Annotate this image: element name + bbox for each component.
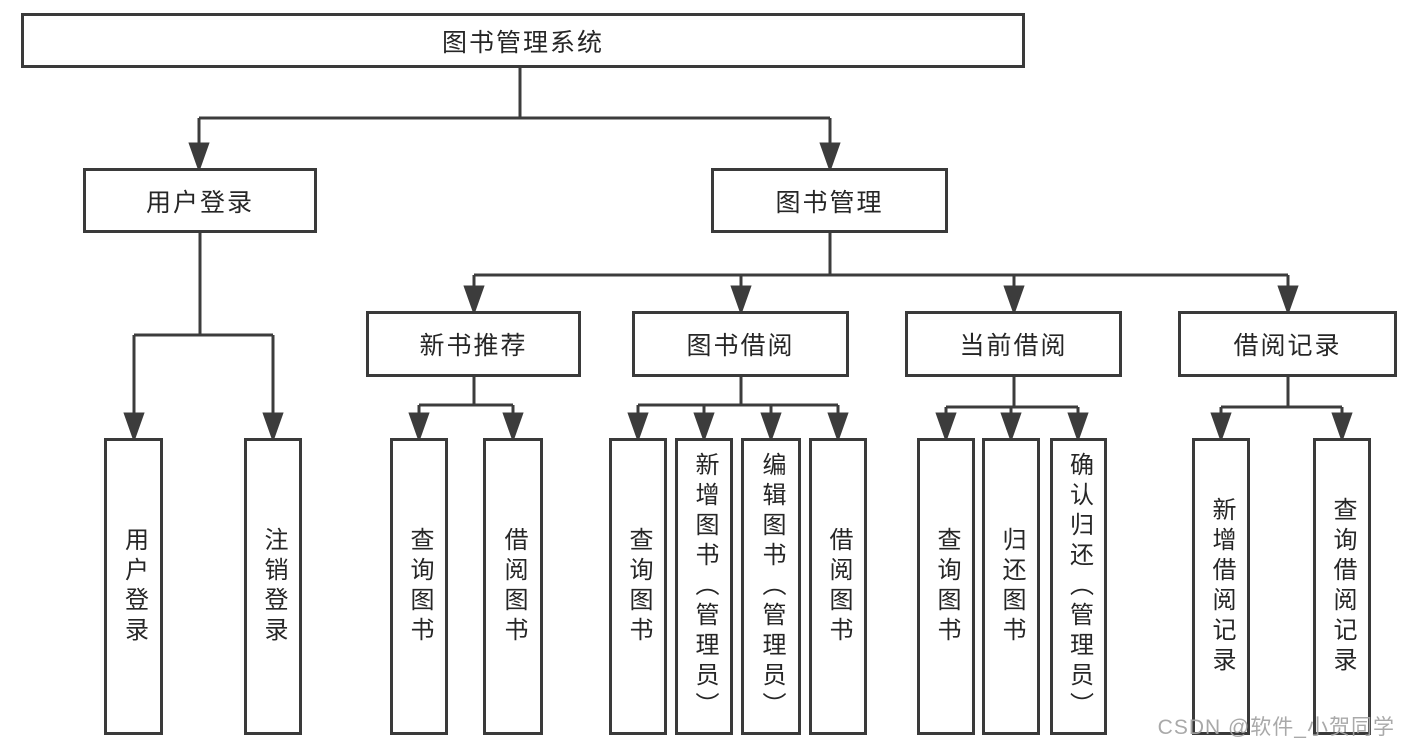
leaf-user-login: 用户登录 [104,438,163,735]
leaf-label: 归还图书 [998,526,1025,647]
borrowing-records-connector [1221,377,1342,409]
leaf-return-book: 归还图书 [982,438,1040,735]
leaf-label: 借阅图书 [825,526,852,647]
leaf-add-book-admin: 新增图书（管理员） [675,438,733,735]
node-book-borrowing: 图书借阅 [632,311,849,377]
node-label: 图书管理系统 [441,28,604,57]
leaf-label: 确认归还（管理员） [1065,451,1093,722]
leaf-label: 借阅图书 [500,526,527,647]
leaf-query-books-recommend: 查询图书 [390,438,448,735]
node-label: 图书管理 [775,188,884,217]
arrowheads [123,118,1353,443]
node-label: 当前借阅 [959,332,1068,360]
node-borrowing-records: 借阅记录 [1178,311,1397,377]
leaf-confirm-return-admin: 确认归还（管理员） [1050,438,1107,735]
node-label: 借阅记录 [1233,332,1342,360]
leaf-query-books-borrowing: 查询图书 [609,438,667,735]
leaf-label: 编辑图书（管理员） [758,451,785,722]
node-user-login: 用户登录 [83,168,317,233]
leaf-label: 查询图书 [625,526,652,647]
leaf-label: 用户登录 [120,526,148,647]
leaf-query-borrow-record: 查询借阅记录 [1313,438,1371,735]
book-management-connector [474,233,1288,277]
leaf-label: 注销登录 [260,526,287,647]
leaf-query-books-current: 查询图书 [917,438,975,735]
leaf-label: 查询图书 [406,526,433,647]
current-borrowing-connector [946,377,1078,409]
node-label: 新书推荐 [419,332,528,360]
node-current-borrowing: 当前借阅 [905,311,1122,377]
leaf-label: 查询借阅记录 [1329,496,1356,677]
leaf-label: 新增借阅记录 [1208,496,1235,677]
leaf-label: 新增图书（管理员） [691,451,718,722]
book-borrowing-connector [638,377,838,407]
node-book-management: 图书管理 [711,168,948,233]
node-library-management-system: 图书管理系统 [21,13,1025,68]
leaf-label: 查询图书 [933,526,960,647]
leaf-borrow-books-borrowing: 借阅图书 [809,438,867,735]
new-book-recommendation-connector [419,377,513,407]
trunk-connector [199,68,830,120]
leaf-borrow-books-recommend: 借阅图书 [483,438,543,735]
user-login-connector [134,233,273,337]
node-new-book-recommendation: 新书推荐 [366,311,581,377]
leaf-logout: 注销登录 [244,438,302,735]
leaf-edit-book-admin: 编辑图书（管理员） [741,438,801,735]
node-label: 用户登录 [145,188,254,217]
node-label: 图书借阅 [686,332,795,360]
leaf-add-borrow-record: 新增借阅记录 [1192,438,1250,735]
